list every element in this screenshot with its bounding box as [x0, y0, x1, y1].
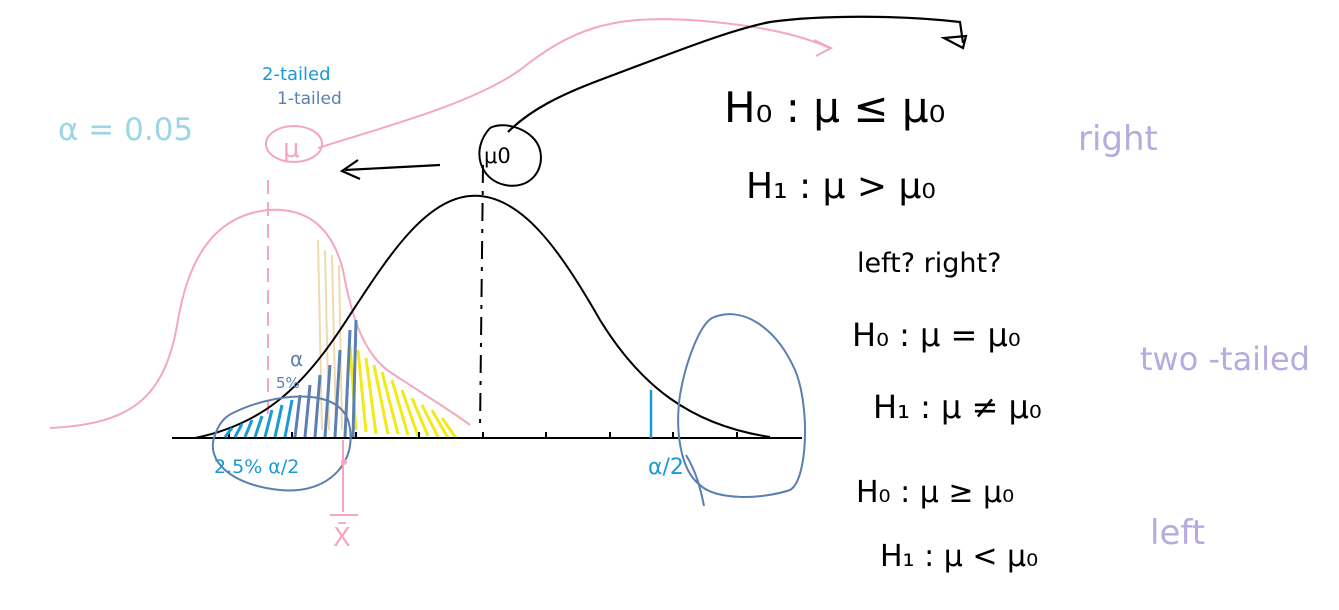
h1-two-tailed: H₁ : μ ≠ μ₀: [873, 388, 1042, 426]
pink-arrow-curve: [317, 18, 831, 149]
left-tail-label: 2.5% α/2: [214, 456, 299, 478]
five-percent-label: 5%: [276, 374, 300, 392]
axis-ticks: [228, 432, 738, 438]
one-tailed-note: 1-tailed: [277, 89, 342, 109]
left-arrow-line: [344, 163, 441, 172]
left-tail-type: left: [1150, 513, 1205, 553]
black-arrowhead-icon: [940, 34, 968, 50]
pink-sample-curve: [49, 208, 471, 429]
alpha-value: α = 0.05: [58, 112, 193, 148]
right-tail-type: right: [1078, 119, 1158, 159]
mu0-dashed-line: [479, 164, 484, 431]
mu-circle: [265, 125, 323, 163]
right-tail-squiggle: [685, 454, 705, 507]
left-tail-hatch: [223, 319, 358, 438]
xbar-dot: [341, 459, 347, 465]
h1-right-tailed: H₁ : μ > μ₀: [746, 166, 936, 207]
pink-arrowhead-icon: [813, 39, 834, 57]
mu0-circle: [478, 124, 542, 187]
yellow-hatch: [348, 344, 458, 439]
h0-left-tailed: H₀ : μ ≥ μ₀: [856, 475, 1014, 510]
h1-left-tailed: H₁ : μ < μ₀: [880, 539, 1038, 574]
mu0-label: μ0: [484, 144, 511, 168]
null-distribution-curve: [194, 194, 771, 439]
right-tail-circle: [677, 313, 806, 498]
two-tailed-note: 2-tailed: [262, 64, 331, 85]
two-tail-type: two -tailed: [1140, 340, 1310, 378]
alpha-tail-label: α: [290, 347, 303, 371]
h0-two-tailed: H₀ : μ = μ₀: [852, 316, 1021, 354]
xbar-label: X̄: [333, 521, 351, 553]
black-arrow-curve: [507, 15, 965, 133]
mu-symbol: μ: [283, 134, 300, 164]
h0-right-tailed: H₀ : μ ≤ μ₀: [724, 83, 945, 132]
left-arrowhead-icon: [339, 159, 361, 181]
left-right-question: left? right?: [857, 248, 1001, 279]
left-tail-circle: [211, 395, 352, 492]
right-tail-label: α/2: [648, 455, 684, 480]
